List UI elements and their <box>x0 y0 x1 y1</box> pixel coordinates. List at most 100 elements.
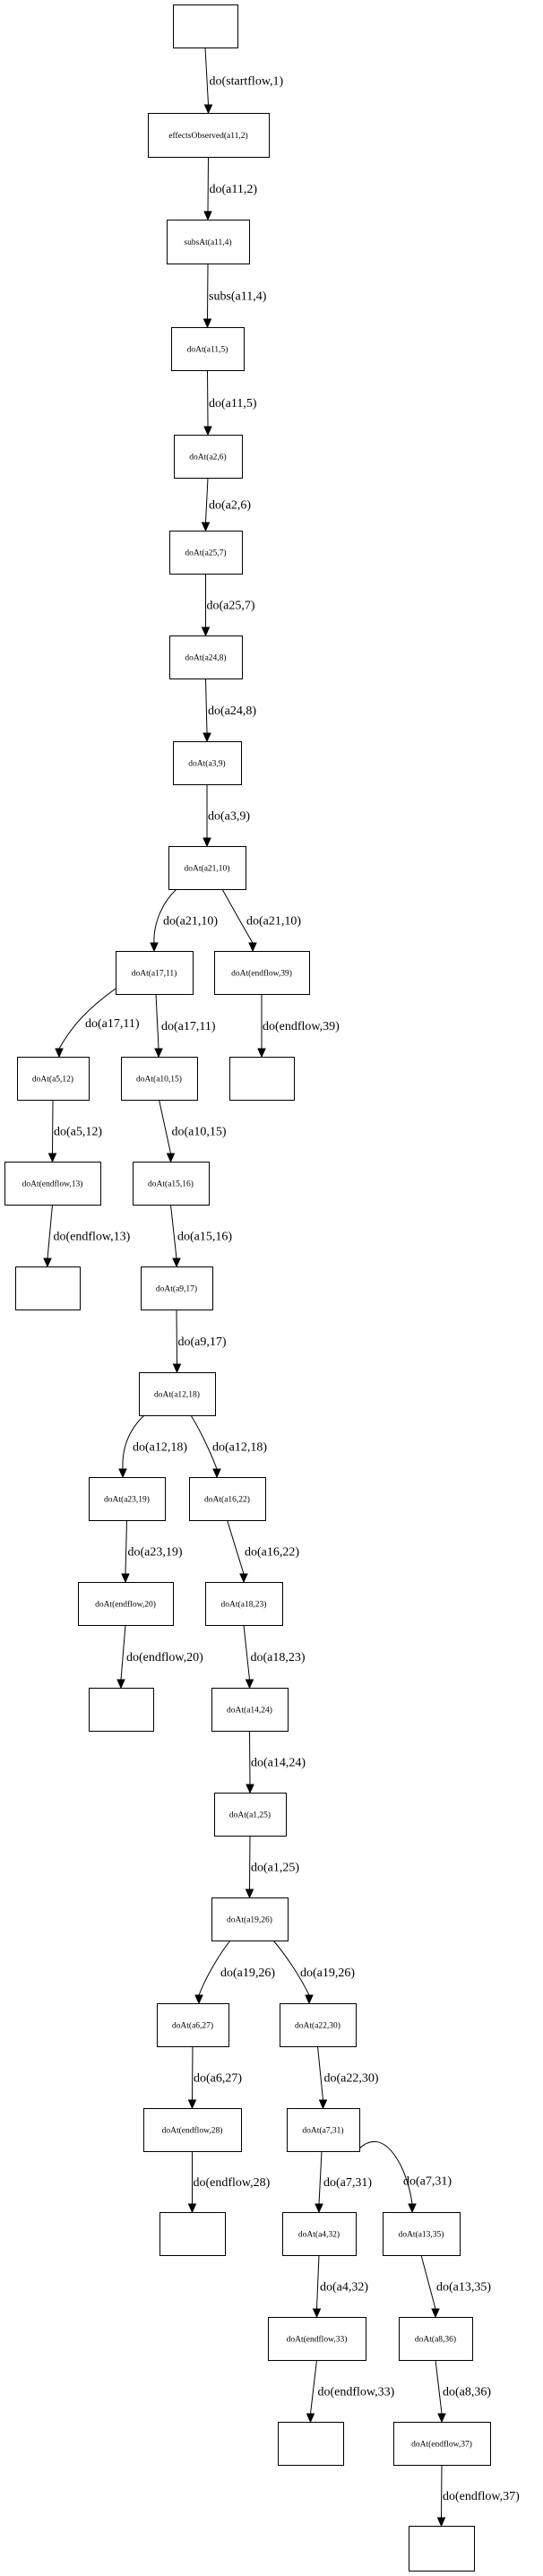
edge-line <box>317 2045 323 2101</box>
graph-node: doAt(a8,36) <box>399 2317 473 2361</box>
graph-edge: do(a3,9) <box>203 784 250 848</box>
graph-node: doAt(a9,17) <box>141 1266 213 1310</box>
graph-edge: do(a19,26) <box>194 1940 275 2005</box>
arrowhead-icon <box>408 2203 417 2214</box>
node-box <box>116 951 194 995</box>
node-box <box>229 1057 295 1101</box>
edge-line <box>47 1204 53 1259</box>
node-box <box>4 1162 101 1206</box>
arrowhead-icon <box>203 211 212 221</box>
graph-node: doAt(a4,32) <box>282 2212 357 2256</box>
edge-label: do(a5,12) <box>54 1126 102 1139</box>
edge-line <box>205 477 209 523</box>
edge-line <box>227 1519 245 1575</box>
node-box <box>78 1582 174 1626</box>
node-box <box>169 635 243 679</box>
graph-edge: subs(a11,4) <box>203 263 267 329</box>
graph-node: doAt(a5,12) <box>17 1057 90 1101</box>
graph-node: doAt(a12,18) <box>139 1372 216 1416</box>
node-box <box>173 4 238 48</box>
graph-node: doAt(endflow,39) <box>214 951 310 995</box>
node-box <box>399 2317 473 2361</box>
edge-line <box>221 888 254 944</box>
node-label: doAt(a2,6) <box>189 453 226 462</box>
edge-line <box>435 2359 443 2415</box>
arrowhead-icon <box>245 1679 254 1690</box>
edge-line <box>420 2254 436 2310</box>
edge-label: do(a2,6) <box>209 499 251 513</box>
node-box <box>174 435 243 479</box>
terminal-node <box>409 2526 475 2572</box>
arrowhead-icon <box>431 2308 440 2319</box>
node-label: doAt(a16,22) <box>204 1495 250 1505</box>
node-box <box>287 2108 360 2152</box>
arrowhead-icon <box>312 2308 322 2319</box>
graph-node: doAt(endflow,37) <box>393 2422 491 2466</box>
arrowhead-icon <box>43 1258 52 1268</box>
terminal-node <box>278 2422 344 2466</box>
edge-label: do(a24,8) <box>208 705 256 718</box>
node-label: doAt(endflow,37) <box>411 2440 472 2450</box>
arrowhead-icon <box>315 2203 323 2214</box>
edge-line <box>190 1414 218 1470</box>
node-box <box>268 2317 366 2361</box>
node-box <box>15 1266 81 1310</box>
edge-label: do(a7,31) <box>403 2175 452 2189</box>
edge-line <box>441 2464 443 2519</box>
arrowhead-icon <box>246 1784 254 1794</box>
node-label: doAt(endflow,28) <box>162 2126 223 2136</box>
graph-node: doAt(a10,15) <box>121 1057 198 1101</box>
arrowhead-icon <box>194 1994 203 2005</box>
edge-line <box>153 888 177 944</box>
node-box <box>171 327 245 371</box>
arrowhead-icon <box>257 1048 266 1059</box>
edge-label: do(a18,23) <box>251 1651 306 1664</box>
arrowhead-icon <box>248 942 257 953</box>
edge-line <box>198 1940 231 1996</box>
arrowhead-icon <box>154 1048 163 1059</box>
edge-label: do(a12,18) <box>212 1441 267 1455</box>
edge-line <box>159 1099 171 1154</box>
arrowhead-icon <box>201 627 211 637</box>
terminal-node <box>229 1057 295 1101</box>
graph-node: doAt(a7,31) <box>287 2108 360 2152</box>
node-label: doAt(a25,7) <box>185 549 226 558</box>
edge-line <box>122 1414 145 1470</box>
node-label: doAt(a1,25) <box>229 1811 271 1820</box>
edge-line <box>192 2045 194 2101</box>
graph-node: doAt(a11,5) <box>171 327 245 371</box>
graph-node: doAt(a1,25) <box>214 1793 287 1837</box>
graph-edge: do(a17,11) <box>154 993 216 1059</box>
node-label: doAt(a12,18) <box>154 1390 200 1400</box>
edge-label: do(a22,30) <box>324 2072 379 2086</box>
arrowhead-icon <box>121 1573 130 1584</box>
graph-node: doAt(a21,10) <box>168 846 246 890</box>
edge-label: do(a23,19) <box>128 1546 183 1560</box>
arrowhead-icon <box>437 2413 446 2424</box>
graph-node: doAt(a23,19) <box>89 1477 166 1521</box>
edge-label: do(a25,7) <box>207 600 255 613</box>
terminal-node <box>159 2212 226 2256</box>
edge-label: do(a21,10) <box>163 915 218 929</box>
node-box <box>280 2003 357 2047</box>
node-box <box>383 2212 461 2256</box>
edge-line <box>170 1204 177 1259</box>
edge-label: do(a11,2) <box>210 183 258 196</box>
graph-node: doAt(a19,26) <box>211 1897 289 1941</box>
graph-edge: do(endflow,37) <box>436 2464 520 2528</box>
graph-node: doAt(a17,11) <box>116 951 194 995</box>
graph-edge: do(a12,18) <box>118 1414 187 1479</box>
node-label: doAt(a22,30) <box>295 2021 340 2031</box>
node-box <box>89 1477 166 1521</box>
edge-label: do(endflow,20) <box>126 1651 203 1664</box>
graph-edge: do(a7,31) <box>358 2141 452 2214</box>
graph-node: doAt(endflow,13) <box>4 1162 101 1206</box>
node-box <box>214 951 310 995</box>
edge-label: do(a8,36) <box>443 2386 491 2399</box>
edge-line <box>207 369 209 428</box>
edge-label: do(endflow,39) <box>263 1020 340 1033</box>
terminal-node <box>15 1266 81 1310</box>
edge-label: do(a13,35) <box>436 2281 491 2295</box>
edge-label: do(a7,31) <box>323 2176 372 2190</box>
node-box <box>282 2212 357 2256</box>
